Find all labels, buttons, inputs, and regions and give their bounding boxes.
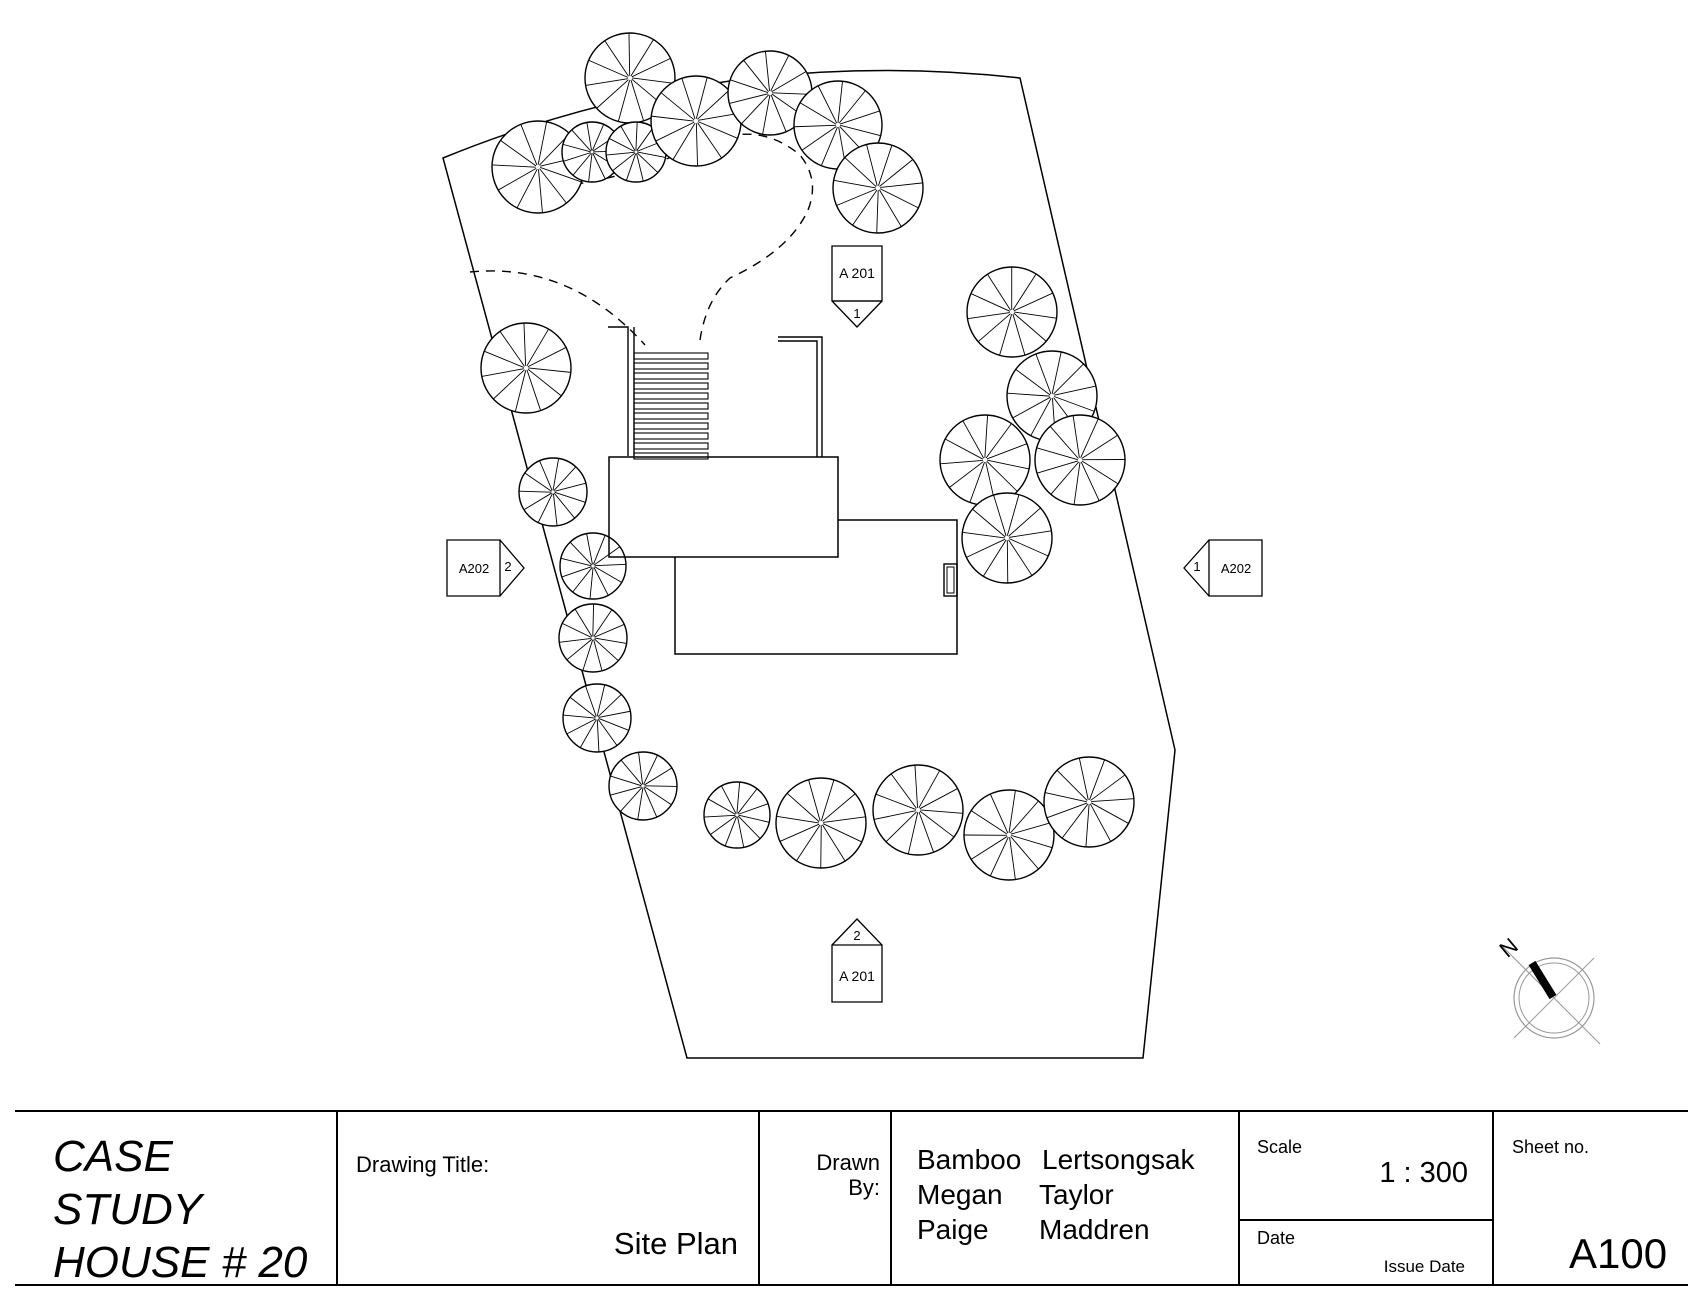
drawing-title: Site Plan — [613, 1226, 738, 1261]
tree-icon — [480, 322, 572, 414]
tree-icon — [605, 121, 667, 183]
project-name-line2: STUDY — [53, 1185, 203, 1234]
project-name-line3: HOUSE # 20 — [53, 1238, 308, 1287]
section-callout-south-num: 2 — [853, 928, 860, 943]
tree-icon — [650, 75, 742, 167]
tree-icon — [1034, 414, 1126, 506]
section-callout-east-num: 1 — [1193, 559, 1200, 574]
drawing-title-cell: Drawing Title: Site Plan — [338, 1112, 760, 1284]
drawn-by-label-line1: Drawn — [816, 1150, 880, 1175]
drawer-first-name-3: Paige — [917, 1214, 989, 1245]
drawer-last-name-2: Taylor — [1039, 1179, 1114, 1210]
project-name-line1: CASE — [53, 1132, 173, 1181]
drawing-title-label: Drawing Title: — [356, 1152, 490, 1177]
section-callout-north-num: 1 — [853, 306, 860, 321]
tree-icon — [775, 777, 867, 869]
tree-icon — [872, 764, 964, 856]
property-boundary — [442, 69, 1176, 1059]
scale-value: 1 : 300 — [1379, 1157, 1468, 1189]
scale-date-cell: Scale 1 : 300 Date Issue Date — [1240, 1112, 1494, 1284]
drawer-last-name-1: Lertsongsak — [1042, 1144, 1195, 1175]
drawer-name-3: Paige Maddren — [917, 1212, 1195, 1247]
east-retaining-wall — [778, 336, 823, 457]
sheet-number: A100 — [1569, 1230, 1668, 1277]
trees-group — [480, 32, 1135, 881]
tree-icon — [559, 532, 627, 600]
drawer-name-2: Megan Taylor — [917, 1177, 1195, 1212]
north-arrow-icon: N — [1495, 933, 1601, 1045]
section-callout-south-ref: A 201 — [839, 968, 875, 984]
drawer-first-name-1: Bamboo — [917, 1144, 1022, 1175]
drawn-by-names-cell: Bamboo Lertsongsak Megan Taylor Paige Maddr… — [892, 1112, 1240, 1284]
sheet-number-cell: Sheet no. A100 — [1494, 1112, 1688, 1284]
house-lower-volume — [674, 519, 958, 655]
tree-icon — [963, 789, 1055, 881]
drawn-by-label-line2: By: — [848, 1175, 880, 1200]
section-callout-east[interactable]: 1 A202 — [1183, 539, 1263, 597]
section-callout-north-ref: A 201 — [839, 265, 875, 281]
site-plan-drawing: A 201 1 2 A 201 A202 2 1 A202 N — [442, 32, 1601, 1059]
tree-icon — [561, 121, 623, 183]
tree-icon — [584, 32, 676, 124]
title-block: CASE STUDY HOUSE # 20 Drawing Title: Sit… — [15, 1110, 1688, 1287]
tree-icon — [518, 457, 588, 527]
tree-icon — [1043, 756, 1135, 848]
chimney — [943, 563, 958, 597]
tree-icon — [939, 414, 1031, 506]
date-label: Date — [1257, 1228, 1296, 1248]
section-callout-east-ref: A202 — [1221, 561, 1251, 576]
tree-icon — [608, 751, 678, 821]
tree-icon — [727, 50, 813, 136]
section-callout-west[interactable]: A202 2 — [446, 539, 525, 597]
entry-stairs — [608, 326, 709, 460]
house-upper-volume — [608, 456, 839, 558]
section-callout-south[interactable]: 2 A 201 — [831, 918, 883, 1003]
scale-label: Scale — [1257, 1137, 1303, 1157]
tree-icon — [703, 781, 771, 849]
drawer-name-1: Bamboo Lertsongsak — [917, 1142, 1195, 1177]
tree-icon — [562, 683, 632, 753]
section-callout-west-num: 2 — [504, 559, 511, 574]
drawer-first-name-2: Megan — [917, 1179, 1003, 1210]
drawn-by-label-cell: Drawn By: — [760, 1112, 892, 1284]
sheet-number-label: Sheet no. — [1512, 1137, 1590, 1157]
drawer-last-name-3: Maddren — [1039, 1214, 1150, 1245]
section-callout-north[interactable]: A 201 1 — [831, 245, 883, 328]
tree-icon — [966, 266, 1058, 358]
tree-icon — [558, 603, 628, 673]
project-cell: CASE STUDY HOUSE # 20 — [15, 1112, 338, 1287]
tree-icon — [832, 142, 924, 234]
north-arrow-label: N — [1495, 933, 1523, 962]
section-callout-west-ref: A202 — [459, 561, 489, 576]
date-value: Issue Date — [1383, 1257, 1465, 1276]
tree-icon — [961, 492, 1053, 584]
